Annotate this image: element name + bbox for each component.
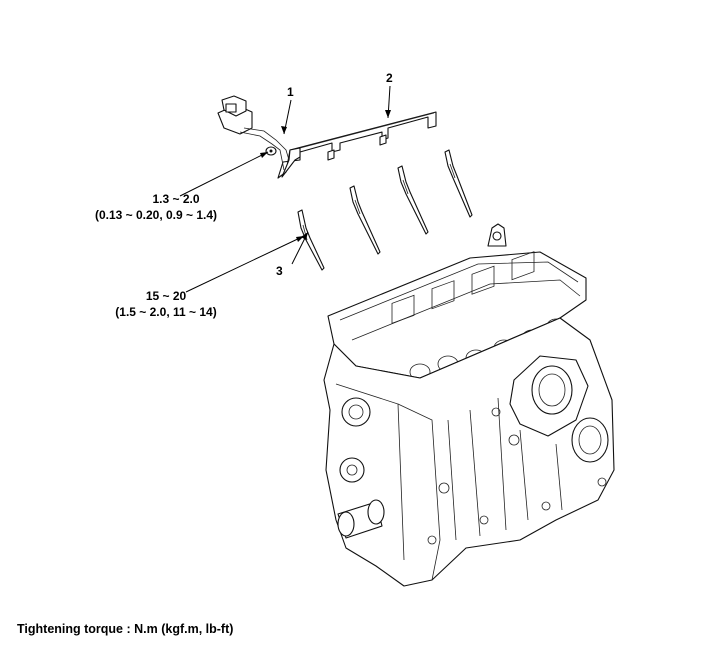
callout-3: 3 <box>276 264 283 278</box>
harness-connector <box>217 95 290 171</box>
glow-plug <box>444 149 473 218</box>
callout-2: 2 <box>386 71 393 85</box>
plug-torque-spec-line2: (1.5 ~ 2.0, 11 ~ 14) <box>115 305 216 319</box>
glow-plug <box>397 165 429 235</box>
glow-plug <box>297 209 325 271</box>
plug-torque-spec-line1: 15 ~ 20 <box>146 289 187 303</box>
glow-plug <box>349 185 381 255</box>
leader-lines <box>179 85 391 293</box>
callout-1: 1 <box>287 85 294 99</box>
engine-block <box>323 223 615 587</box>
tightening-torque-note: Tightening torque : N.m (kgf.m, lb-ft) <box>17 622 234 636</box>
harness-torque-spec-line1: 1.3 ~ 2.0 <box>152 192 199 206</box>
glow-plug-harness <box>277 111 437 179</box>
harness-torque-spec-line2: (0.13 ~ 0.20, 0.9 ~ 1.4) <box>95 208 217 222</box>
